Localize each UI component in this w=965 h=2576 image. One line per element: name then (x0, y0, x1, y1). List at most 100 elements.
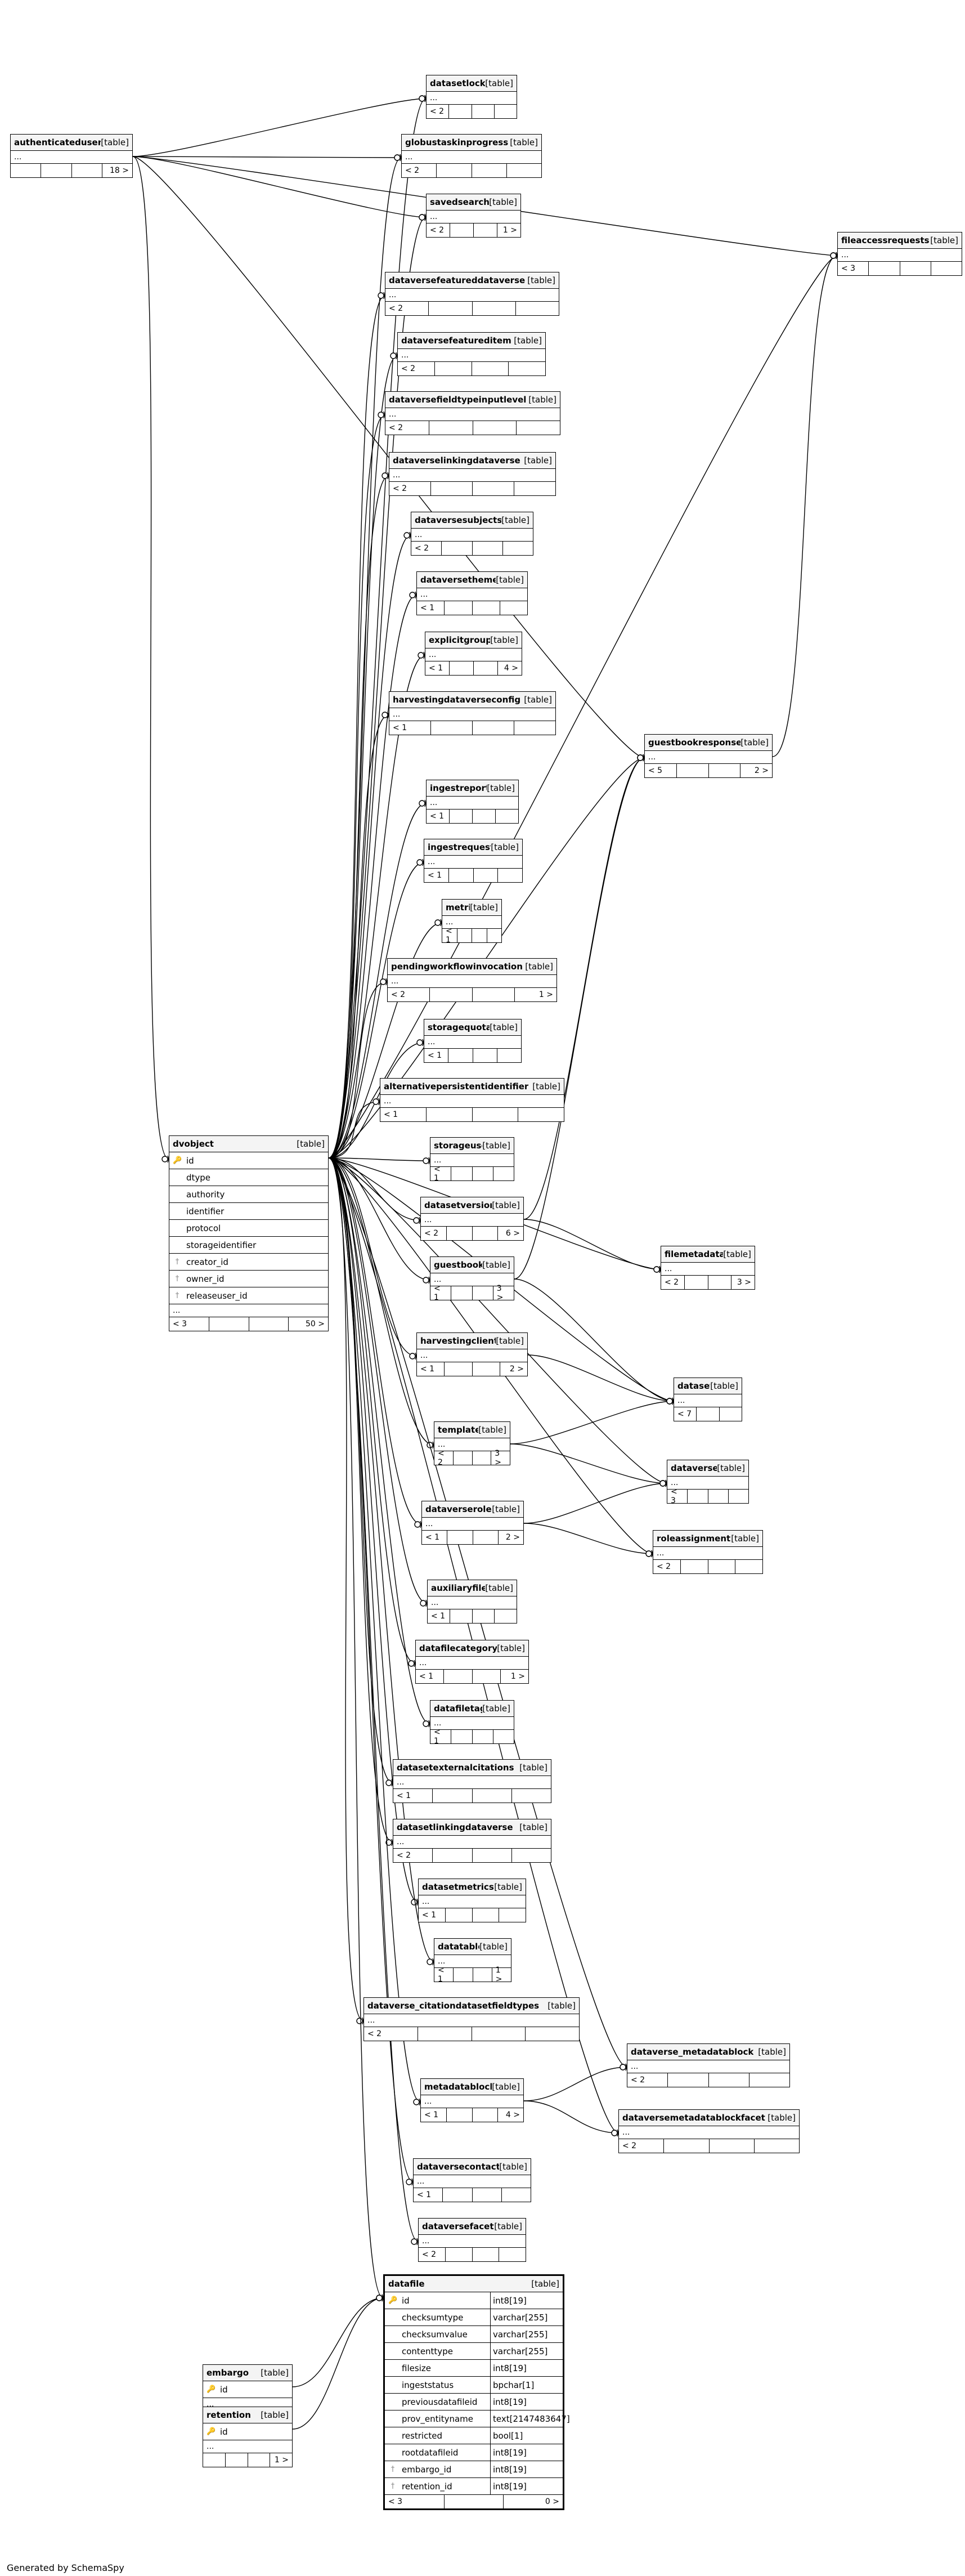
table-storagequota[interactable]: storagequota[table]...< 1 (424, 1019, 522, 1063)
edge-dvobject-to-harvestingclient-optional-marker (409, 1353, 416, 1359)
table-dataversemetadatablockfacet[interactable]: dataversemetadatablockfacet[table]...< 2 (618, 2109, 800, 2153)
table-ingestrequest[interactable]: ingestrequest[table]...< 1 (424, 839, 523, 883)
table-auxiliaryfile[interactable]: auxiliaryfile[table]...< 1 (427, 1580, 517, 1624)
table-footer: < 1 (428, 1609, 517, 1623)
table-datasetlinkingdataverse[interactable]: datasetlinkingdataverse[table]...< 2 (393, 1819, 551, 1863)
table-roleassignment[interactable]: roleassignment[table]...< 2 (653, 1530, 763, 1574)
parent-count: < 2 (393, 1849, 433, 1862)
table-dataversefieldtypeinputlevel[interactable]: dataversefieldtypeinputlevel[table]...< … (385, 391, 560, 435)
footer-cell (451, 1167, 473, 1180)
footer-cell (473, 1227, 499, 1240)
more-columns: ... (442, 916, 501, 929)
parent-count: < 2 (427, 223, 450, 237)
child-count: 4 > (505, 2110, 520, 2119)
parent-count: < 2 (411, 542, 442, 555)
column-name: dtype (186, 1172, 211, 1183)
footer-cell (473, 721, 514, 735)
table-alternativepersistentidentifier[interactable]: alternativepersistentidentifier[table]..… (380, 1078, 564, 1122)
table-fileaccessrequests[interactable]: fileaccessrequests[table]...< 3 (837, 232, 962, 276)
edge-metadatablock-to-dataverse-metadatablock-optional-marker (620, 2064, 626, 2070)
more-columns: ... (389, 469, 555, 482)
table-header: explicitgroup[table] (425, 632, 522, 649)
table-authenticateduser[interactable]: authenticateduser[table]...18 > (10, 134, 133, 178)
table-kind: [table] (479, 1942, 508, 1952)
table-dataversesubjects[interactable]: dataversesubjects[table]...< 2 (411, 512, 533, 556)
column-row: 🔑id (169, 1152, 328, 1169)
table-footer: < 2 (389, 482, 555, 495)
table-footer: < 1 (430, 1165, 514, 1183)
footer-cell (685, 1276, 708, 1289)
table-globustaskinprogress[interactable]: globustaskinprogress[table]...< 2 (401, 134, 542, 178)
table-dataverselinkingdataverse[interactable]: dataverselinkingdataverse[table]...< 2 (389, 452, 556, 496)
table-kind: [table] (482, 1260, 510, 1270)
footer-cell (473, 2188, 502, 2202)
table-retention[interactable]: retention[table]🔑id...1 > (203, 2407, 293, 2467)
table-dataverse-metadatablock[interactable]: dataverse_metadatablock[table]...< 2 (627, 2043, 790, 2087)
table-dataversefeatureddataverse[interactable]: dataversefeatureddataverse[table]...< 2 (385, 272, 559, 316)
more-columns: ... (674, 1394, 742, 1407)
table-dataset[interactable]: dataset[table]...< 7 (674, 1378, 742, 1421)
column-row: 🔑id (203, 2381, 292, 2398)
edge-guestbook-to-guestbookresponse (514, 757, 645, 1280)
table-header: dataversemetadatablockfacet[table] (619, 2110, 799, 2126)
primary-key-icon: 🔑 (388, 2296, 398, 2305)
table-header: dataset[table] (674, 1378, 742, 1394)
foreign-key-icon: † (175, 1274, 179, 1283)
foreign-key-icon: † (175, 1258, 179, 1266)
column-name: identifier (186, 1206, 225, 1217)
table-datasetlock[interactable]: datasetlock[table]...< 2 (426, 75, 517, 119)
table-dataversecontact[interactable]: dataversecontact[table]...< 1 (413, 2158, 531, 2202)
table-footer: < 2 (653, 1560, 762, 1573)
table-storageuse[interactable]: storageuse[table]...< 1 (430, 1137, 514, 1183)
edge-dvobject-to-explicitgroup-optional-marker (418, 652, 424, 659)
edge-dvobject-to-dataversefieldtypeinputlevel (328, 414, 385, 1159)
table-datafiletag[interactable]: datafiletag[table]...< 1 (430, 1700, 514, 1746)
table-dataversefacet[interactable]: dataversefacet[table]...< 2 (418, 2218, 526, 2262)
table-dataverse-citationdatasetfieldtypes[interactable]: dataverse_citationdatasetfieldtypes[tabl… (363, 1997, 580, 2041)
footer-cell (473, 302, 516, 315)
table-name: dataverserole (425, 1504, 492, 1514)
footer-cell (430, 988, 473, 1001)
table-dataversefeatureditem[interactable]: dataversefeatureditem[table]...< 2 (397, 332, 546, 376)
footer-cell (473, 601, 500, 615)
table-metric[interactable]: metric[table]...< 1 (442, 899, 502, 945)
table-footer: < 2 (364, 2027, 579, 2041)
footer-cell (447, 1531, 473, 1544)
edge-dataverserole-to-dataverse (523, 1483, 667, 1524)
table-harvestingdataverseconfig[interactable]: harvestingdataverseconfig[table]...< 1 (389, 691, 556, 735)
footer-cell (444, 1670, 473, 1683)
table-footer: < 1 (389, 721, 555, 735)
table-dataversetheme[interactable]: dataversetheme[table]...< 1 (416, 571, 528, 615)
table-datasetmetrics[interactable]: datasetmetrics[table]...< 1 (418, 1879, 526, 1922)
table-dataverse[interactable]: dataverse[table]...< 3 (667, 1460, 749, 1505)
table-datasetexternalcitations[interactable]: datasetexternalcitations[table]...< 1 (393, 1759, 551, 1803)
child-count: 3 > (496, 1284, 504, 1302)
table-ingestreport[interactable]: ingestreport[table]...< 1 (426, 780, 519, 824)
column-name: authority (186, 1189, 225, 1200)
edge-datasetversion-to-filemetadata-optional-marker (653, 1266, 660, 1273)
table-header: datafilecategory[table] (416, 1640, 528, 1657)
table-header: storagequota[table] (424, 1019, 521, 1036)
table-name: alternativepersistentidentifier (384, 1081, 529, 1092)
table-header: ingestrequest[table] (424, 839, 522, 856)
table-name: datafilecategory (419, 1643, 497, 1653)
table-name: datatable (438, 1942, 480, 1952)
